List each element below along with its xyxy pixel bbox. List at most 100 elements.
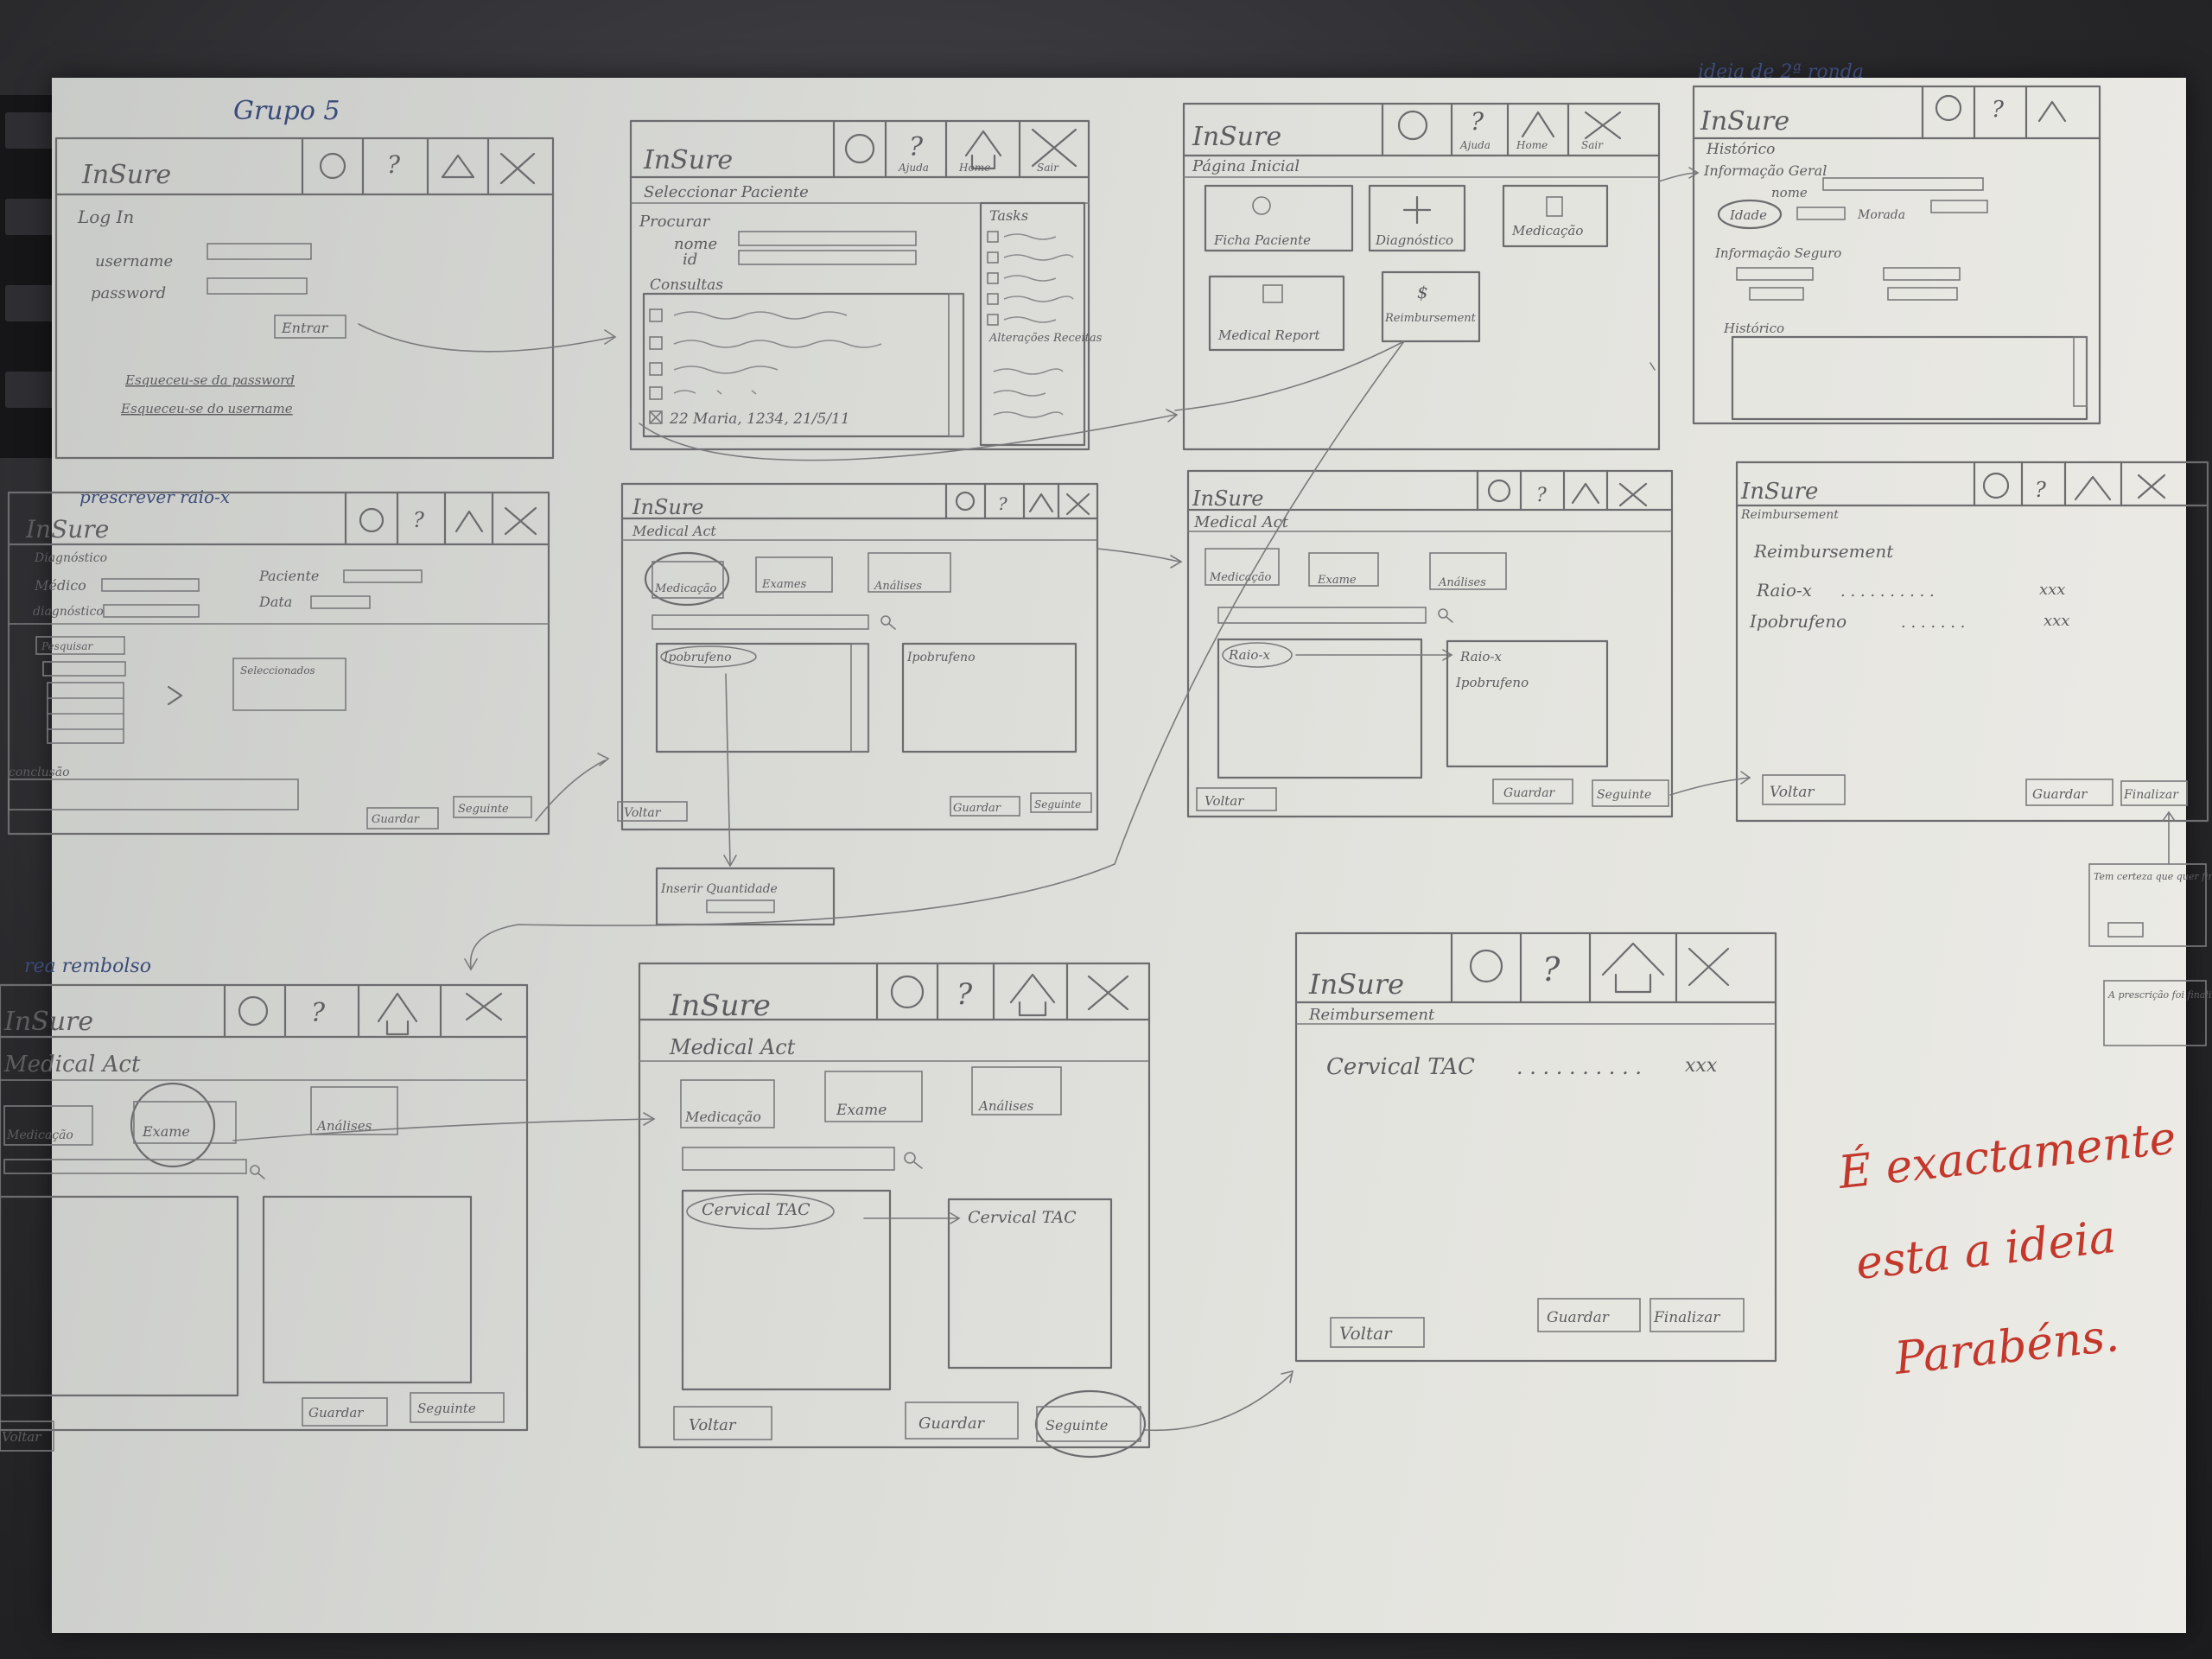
confirm-dialog[interactable] xyxy=(2088,863,2207,947)
home-icon[interactable] xyxy=(2037,100,2067,123)
forgot-password-link[interactable]: Esqueceu-se da password xyxy=(124,372,295,388)
voltar-button[interactable] xyxy=(617,801,688,822)
guardar-button[interactable] xyxy=(1537,1298,1641,1332)
gear-icon[interactable] xyxy=(1397,110,1428,141)
gear-icon[interactable] xyxy=(844,133,875,164)
left-list[interactable] xyxy=(0,1195,239,1397)
tab-exame[interactable] xyxy=(1308,552,1379,587)
guardar-button[interactable] xyxy=(302,1397,388,1427)
help-icon[interactable]: ? xyxy=(2035,478,2046,502)
guardar-button[interactable] xyxy=(950,796,1020,817)
help-icon[interactable]: ? xyxy=(413,508,424,532)
password-input[interactable] xyxy=(207,277,308,295)
tile-ficha-paciente[interactable]: Ficha Paciente xyxy=(1204,184,1354,252)
pesquisar-button[interactable] xyxy=(35,636,125,655)
left-list[interactable] xyxy=(1217,638,1423,779)
search-input[interactable] xyxy=(682,1147,895,1171)
search-icon[interactable] xyxy=(250,1165,265,1179)
close-icon[interactable] xyxy=(1087,975,1129,1011)
search-icon[interactable] xyxy=(1438,608,1453,623)
help-icon[interactable]: ? xyxy=(909,132,924,162)
gear-icon[interactable] xyxy=(359,507,385,533)
help-icon[interactable]: ? xyxy=(998,493,1007,514)
close-icon[interactable] xyxy=(1688,947,1730,987)
guardar-button[interactable] xyxy=(366,807,439,830)
seguinte-button[interactable] xyxy=(1592,779,1669,807)
close-icon[interactable] xyxy=(504,506,537,536)
guardar-button[interactable] xyxy=(2025,779,2113,806)
entrar-button[interactable] xyxy=(274,315,346,339)
tile-reimbursement[interactable]: $ Reimbursement xyxy=(1381,270,1481,343)
home-icon[interactable] xyxy=(1028,493,1054,513)
results-list[interactable] xyxy=(47,682,124,744)
username-input[interactable] xyxy=(207,243,312,260)
tab-medicacao[interactable] xyxy=(1205,548,1280,586)
search-icon[interactable] xyxy=(904,1152,923,1169)
seguinte-button[interactable] xyxy=(453,796,532,818)
close-icon[interactable] xyxy=(465,992,503,1021)
gear-icon[interactable] xyxy=(1982,472,2010,499)
gear-icon[interactable] xyxy=(319,152,346,180)
tab-exames[interactable] xyxy=(755,556,833,593)
voltar-button[interactable] xyxy=(1196,787,1277,811)
svg-text:Raio-x[interactable]: Raio-x xyxy=(1228,647,1270,663)
diagnostico-input[interactable] xyxy=(103,604,200,618)
quantity-popup[interactable] xyxy=(655,867,836,926)
home-icon[interactable] xyxy=(441,154,475,179)
close-icon[interactable] xyxy=(499,152,536,185)
svg-text:Cervical TAC[interactable]: Cervical TAC xyxy=(702,1200,810,1219)
home-icon[interactable] xyxy=(1601,942,1665,994)
gear-icon[interactable] xyxy=(1487,479,1511,503)
seguinte-button[interactable] xyxy=(1030,792,1092,813)
close-icon[interactable] xyxy=(1031,128,1077,168)
finalizar-button[interactable] xyxy=(1649,1298,1745,1332)
forgot-username-link[interactable]: Esqueceu-se do username xyxy=(120,401,293,416)
gear-icon[interactable] xyxy=(890,975,925,1009)
selected-consulta[interactable]: 22 Maria, 1234, 21/5/11 xyxy=(669,410,850,428)
quantity-input[interactable] xyxy=(706,899,775,913)
gear-icon[interactable] xyxy=(1935,94,1962,122)
tab-analises[interactable] xyxy=(868,552,951,593)
close-icon[interactable] xyxy=(1065,493,1090,516)
home-icon[interactable] xyxy=(2074,475,2112,501)
help-icon[interactable]: ? xyxy=(957,977,973,1012)
tab-medicacao[interactable] xyxy=(652,561,724,599)
tab-exame[interactable] xyxy=(133,1101,237,1144)
close-icon[interactable] xyxy=(2137,474,2166,499)
voltar-button[interactable] xyxy=(1762,774,1846,805)
tile-medical-report[interactable]: Medical Report xyxy=(1208,275,1345,352)
seguinte-button[interactable] xyxy=(410,1392,505,1423)
left-list[interactable] xyxy=(681,1189,892,1391)
conclusao-input[interactable] xyxy=(8,779,299,810)
nome-input[interactable] xyxy=(738,231,917,246)
tab-medicacao[interactable] xyxy=(3,1105,93,1146)
voltar-button[interactable] xyxy=(1330,1317,1425,1348)
tab-analises[interactable] xyxy=(1429,552,1507,590)
close-icon[interactable] xyxy=(1584,111,1622,140)
home-icon[interactable] xyxy=(377,992,418,1036)
dialog-button[interactable] xyxy=(2107,922,2144,938)
scrollbar[interactable] xyxy=(948,293,964,437)
tab-analises[interactable] xyxy=(310,1086,398,1135)
home-icon[interactable] xyxy=(1571,482,1600,505)
guardar-button[interactable] xyxy=(1492,779,1573,804)
data-input[interactable] xyxy=(310,595,371,609)
gear-icon[interactable] xyxy=(1469,949,1503,983)
tab-exame[interactable] xyxy=(824,1071,923,1122)
close-icon[interactable] xyxy=(1618,482,1648,507)
gear-icon[interactable] xyxy=(238,995,269,1027)
voltar-button[interactable] xyxy=(673,1406,772,1440)
help-icon[interactable]: ? xyxy=(1542,950,1560,988)
svg-text:Ipobrufeno[interactable]: Ipobrufeno xyxy=(663,651,732,664)
search-input[interactable] xyxy=(1217,607,1427,624)
gear-icon[interactable] xyxy=(955,491,976,512)
help-icon[interactable]: ? xyxy=(1471,107,1484,136)
tile-diagnostico[interactable]: Diagnóstico xyxy=(1368,184,1466,252)
medico-input[interactable] xyxy=(101,578,200,592)
finalizar-button[interactable] xyxy=(2120,780,2188,806)
search-input[interactable] xyxy=(652,614,869,630)
id-input[interactable] xyxy=(738,250,917,265)
help-icon[interactable]: ? xyxy=(1992,97,2005,123)
paciente-input[interactable] xyxy=(343,569,423,583)
scrollbar[interactable] xyxy=(2073,336,2088,407)
